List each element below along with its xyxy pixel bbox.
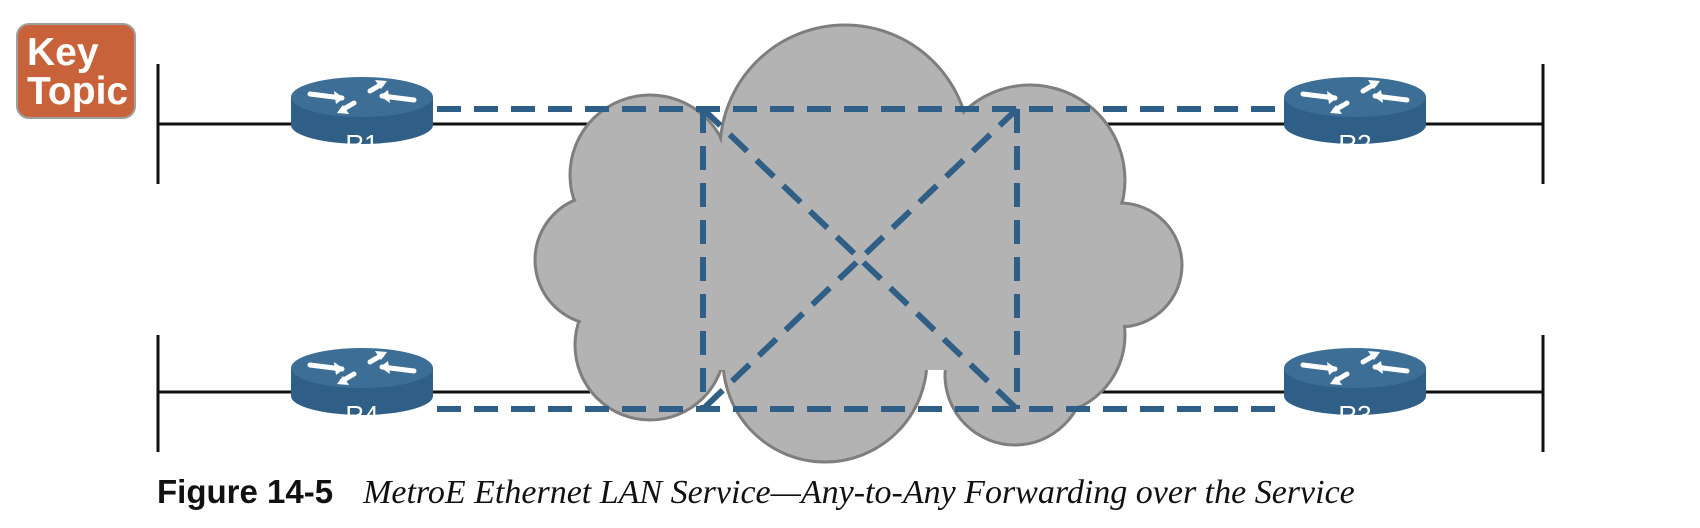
router-label-r4: R4 <box>345 400 378 430</box>
any-to-any-links <box>437 106 1283 412</box>
key-topic-line1: Key <box>27 31 99 74</box>
key-topic-line2: Topic <box>27 70 128 113</box>
router-label-r2: R2 <box>1338 129 1371 159</box>
figure-label: Figure 14-5 <box>157 473 334 510</box>
router-r4: R4 <box>291 348 433 430</box>
router-r2: R2 <box>1284 77 1426 159</box>
metro-ethernet-cloud <box>533 23 1184 464</box>
router-r3: R3 <box>1284 348 1426 430</box>
router-r1: R1 <box>291 77 433 159</box>
router-label-r3: R3 <box>1338 400 1371 430</box>
key-topic-badge: Key Topic <box>16 23 136 119</box>
figure-title: MetroE Ethernet LAN Service—Any-to-Any F… <box>363 474 1355 511</box>
figure-caption: Figure 14-5 MetroE Ethernet LAN Service—A… <box>157 473 1355 512</box>
router-label-r1: R1 <box>345 129 378 159</box>
